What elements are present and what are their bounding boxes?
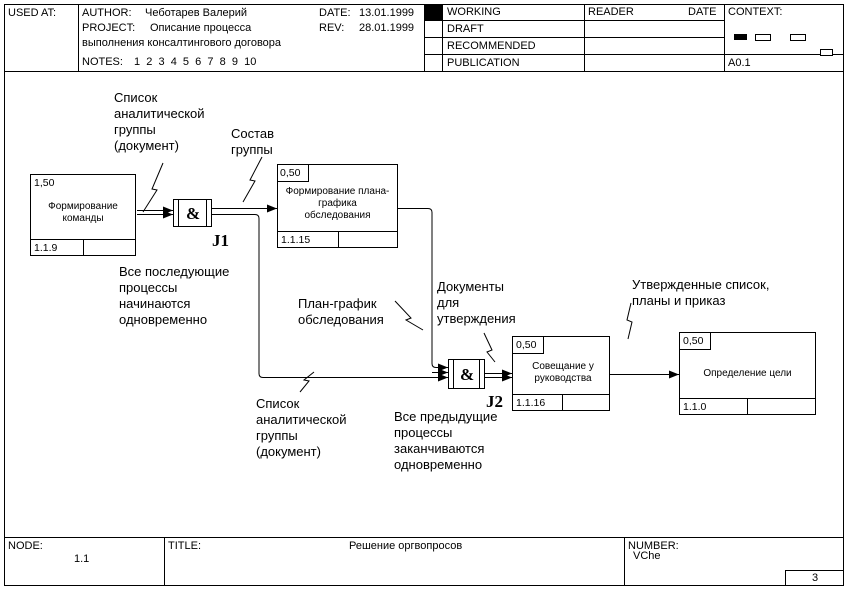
label-approved-list: Утвержденные список, планы и приказ: [632, 277, 770, 308]
uob-forming-schedule[interactable]: 0,50 Формирование плана-графика обследов…: [277, 164, 398, 248]
uob-duration: 1,50: [34, 177, 55, 189]
junction-j1-label: J1: [212, 231, 229, 250]
uob-title: Формирование плана-графика обследования: [285, 186, 390, 221]
project-value-line1: Описание процесса: [150, 22, 252, 34]
junction-symbol: &: [186, 204, 201, 223]
author-label: AUTHOR:: [82, 7, 132, 19]
reader-date-label: DATE: [688, 6, 717, 18]
project-value-line2: выполнения консалтингового договора: [82, 37, 282, 49]
uob-duration: 0,50: [683, 335, 704, 347]
link-unit2-j2: [398, 208, 448, 372]
uob-duration-box: 0,50: [680, 333, 711, 350]
status-working: WORKING: [447, 6, 501, 18]
link-j1-j2: [212, 214, 448, 382]
uob-title: Совещание у руководства: [532, 361, 594, 384]
page-title: Решение оргвопросов: [349, 540, 463, 552]
uob-duration-box: 0,50: [513, 337, 544, 354]
project-label: PROJECT:: [82, 22, 136, 34]
junction-j2[interactable]: &: [448, 359, 485, 389]
junction-symbol: &: [460, 365, 475, 384]
uob-duration: 0,50: [280, 167, 301, 179]
rev-value: 28.01.1999: [359, 22, 415, 34]
label-group-list-bottom: Список аналитической группы (документ): [256, 396, 347, 459]
date-label: DATE:: [319, 7, 351, 19]
uob-ref: 1.1.16: [516, 397, 546, 409]
date-value: 13.01.1999: [359, 7, 415, 19]
status-draft: DRAFT: [447, 23, 484, 35]
notes-label: NOTES:: [82, 56, 123, 68]
used-at-label: USED AT:: [8, 7, 57, 19]
junction-j1[interactable]: &: [173, 199, 212, 227]
callout-docs-approval: [483, 332, 496, 363]
node-value: 1.1: [74, 553, 90, 565]
uob-ref-row: 1.1.15: [278, 231, 397, 248]
notes-value: 1 2 3 4 5 6 7 8 9 10: [134, 56, 257, 68]
uob-ref-row: 1.1.9: [31, 239, 135, 256]
number-label: NUMBER:: [628, 540, 679, 552]
number-value: VChe: [633, 550, 661, 562]
label-group-list-top: Список аналитической группы (документ): [114, 90, 205, 153]
uob-management-meeting[interactable]: 0,50 Совещание у руководства 1.1.16: [512, 336, 610, 411]
title-label: TITLE:: [168, 540, 202, 552]
context-thumbnail: [734, 34, 833, 56]
uob-ref: 1.1.9: [34, 242, 58, 254]
status-recommended: RECOMMENDED: [447, 40, 536, 52]
uob-forming-team[interactable]: 1,50 Формирование команды 1.1.9: [30, 174, 136, 256]
node-label: NODE:: [8, 540, 43, 552]
label-survey-schedule: План-график обследования: [298, 296, 384, 327]
uob-title: Формирование команды: [48, 201, 118, 224]
uob-duration-box: 0,50: [278, 165, 309, 182]
label-docs-for-approval: Документы для утверждения: [437, 279, 516, 326]
reader-label: READER: [588, 6, 634, 18]
rev-label: REV:: [319, 22, 345, 34]
context-value: A0.1: [728, 57, 751, 69]
callout-group-composition: [242, 156, 263, 203]
uob-ref-row: 1.1.16: [513, 394, 609, 411]
working-status-marker: [425, 5, 442, 20]
junction-j2-label: J2: [486, 392, 503, 411]
page-number: 3: [812, 572, 819, 584]
uob-goal-definition[interactable]: 0,50 Определение цели 1.1.0: [679, 332, 816, 415]
callout-group-list-top: [142, 162, 164, 213]
label-all-previous: Все предыдущие процессы заканчиваются од…: [394, 409, 498, 472]
uob-ref: 1.1.15: [281, 234, 311, 246]
uob-ref-row: 1.1.0: [680, 398, 815, 415]
callout-approved-list: [626, 302, 633, 340]
callout-group-list-bottom: [299, 371, 315, 393]
uob-ref: 1.1.0: [683, 401, 707, 413]
label-group-composition: Состав группы: [231, 126, 275, 157]
context-label: CONTEXT:: [728, 6, 783, 18]
status-publication: PUBLICATION: [447, 57, 520, 69]
author-value: Чеботарев Валерий: [145, 7, 248, 19]
label-all-subsequent: Все последующие процессы начинаются одно…: [119, 264, 230, 327]
uob-title: Определение цели: [703, 368, 792, 379]
callout-survey-schedule: [394, 300, 424, 331]
uob-duration: 0,50: [516, 339, 537, 351]
